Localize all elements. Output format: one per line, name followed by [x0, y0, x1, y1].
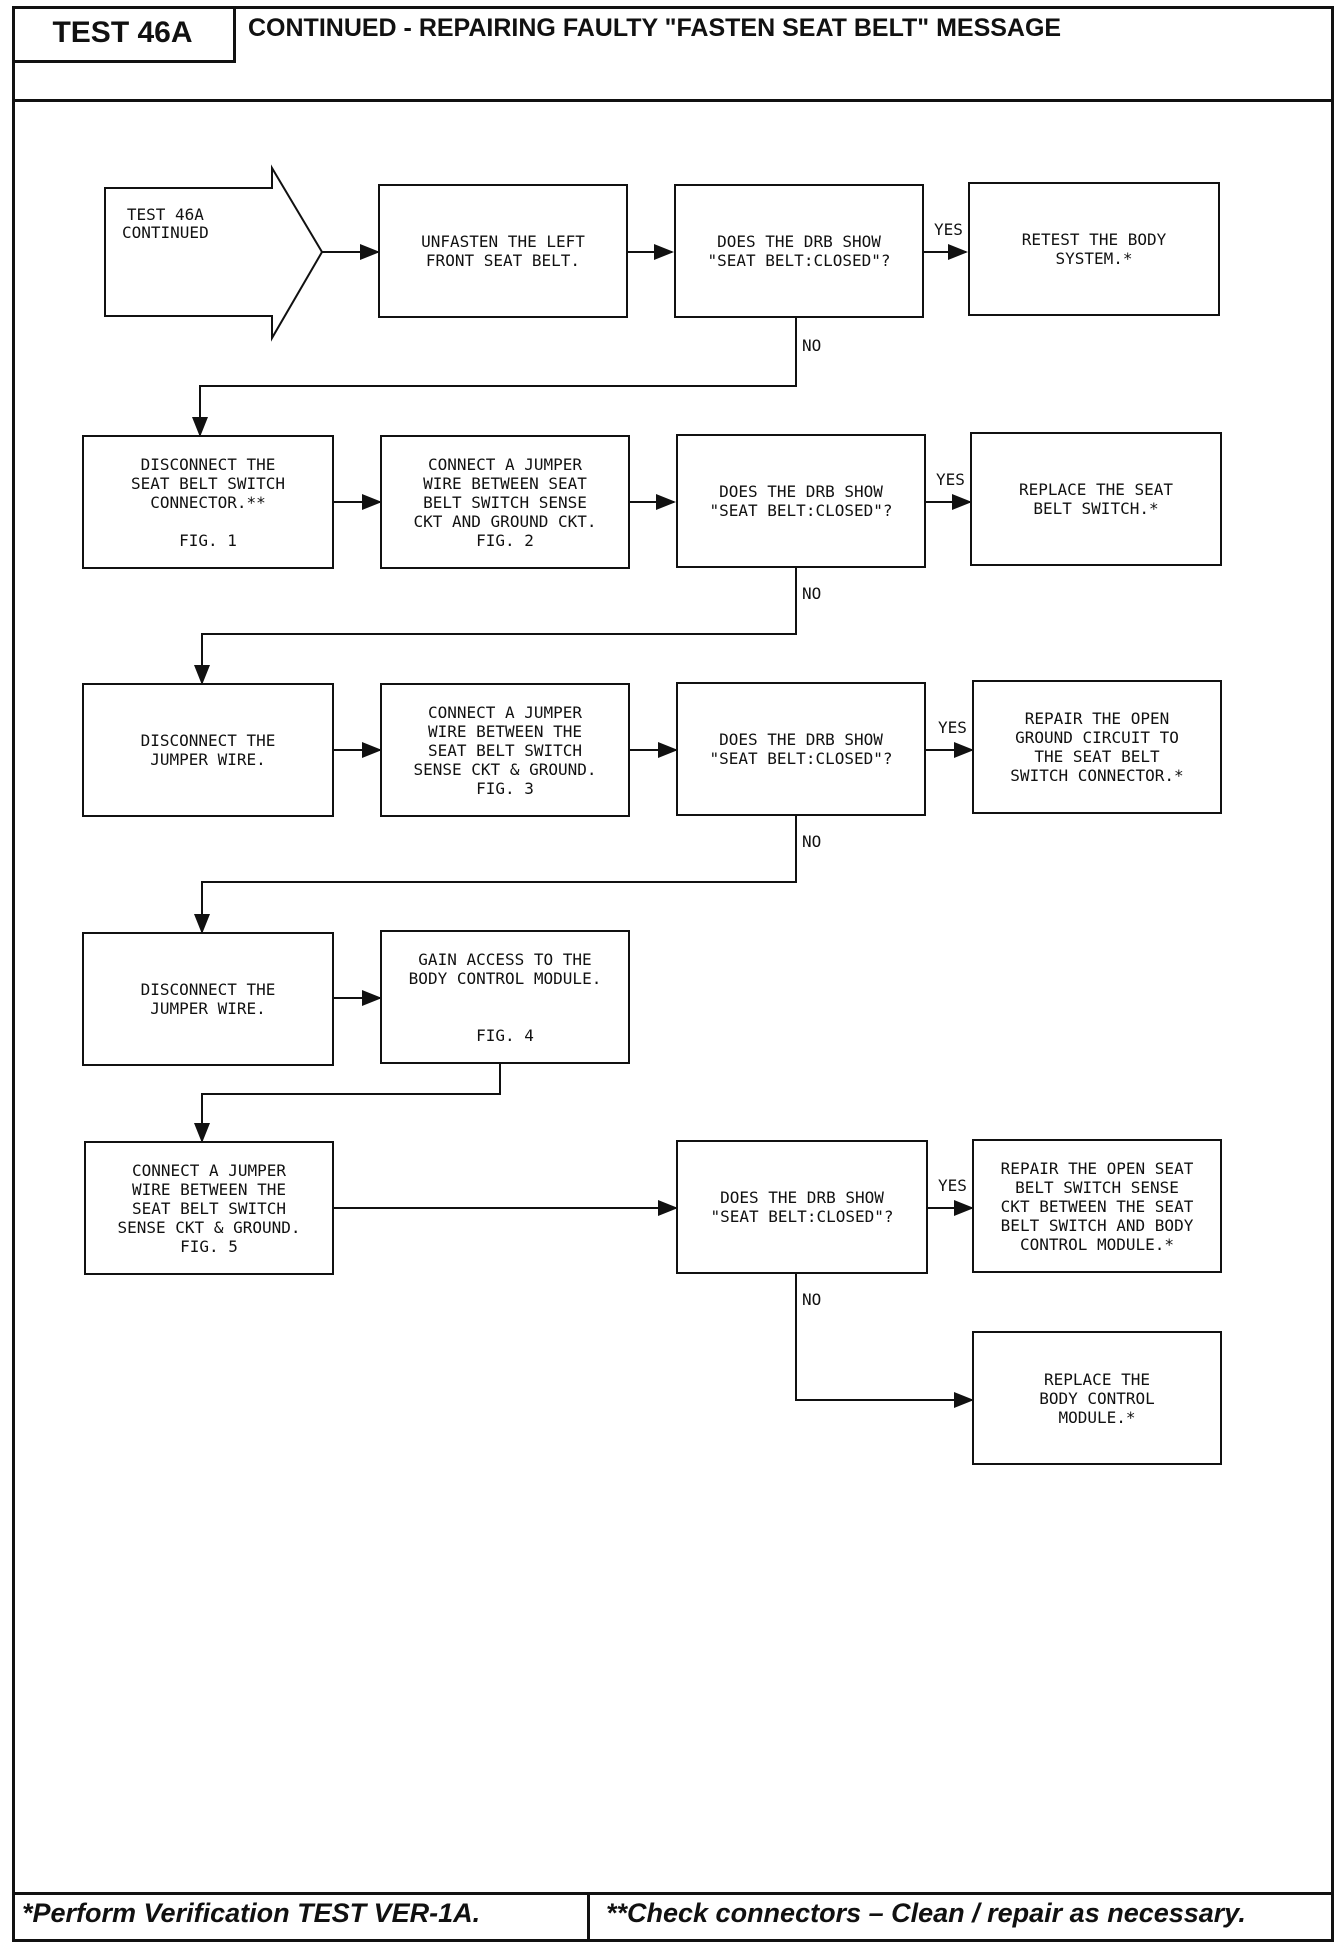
- decision-drb-seat-belt-closed-3: DOES THE DRB SHOW "SEAT BELT:CLOSED"?: [676, 682, 926, 816]
- no-label: NO: [802, 832, 822, 851]
- step-connect-jumper-fig2: CONNECT A JUMPER WIRE BETWEEN SEAT BELT …: [380, 435, 630, 569]
- start-label: TEST 46A CONTINUED: [122, 205, 209, 242]
- test-id: TEST 46A: [12, 6, 236, 63]
- connector: [795, 1274, 974, 1408]
- footer-note-connectors: **Check connectors – Clean / repair as n…: [606, 1898, 1246, 1928]
- step-replace-seat-belt-switch: REPLACE THE SEAT BELT SWITCH.*: [970, 432, 1222, 566]
- footer-column-divider: [587, 1892, 590, 1942]
- connector: [194, 568, 797, 685]
- yes-label: YES: [936, 470, 965, 489]
- step-disconnect-jumper-wire-2: DISCONNECT THE JUMPER WIRE.: [82, 932, 334, 1066]
- footer-note-verification: *Perform Verification TEST VER-1A.: [22, 1898, 481, 1928]
- decision-drb-seat-belt-closed-4: DOES THE DRB SHOW "SEAT BELT:CLOSED"?: [676, 1140, 928, 1274]
- connector: [194, 1064, 501, 1143]
- step-retest-body-system: RETEST THE BODY SYSTEM.*: [968, 182, 1220, 316]
- decision-drb-seat-belt-closed-1: DOES THE DRB SHOW "SEAT BELT:CLOSED"?: [674, 184, 924, 318]
- step-disconnect-switch-connector: DISCONNECT THE SEAT BELT SWITCH CONNECTO…: [82, 435, 334, 569]
- step-replace-bcm: REPLACE THE BODY CONTROL MODULE.*: [972, 1331, 1222, 1465]
- connector: [192, 318, 797, 437]
- start-arrow-shape: [104, 164, 324, 342]
- step-connect-jumper-fig5: CONNECT A JUMPER WIRE BETWEEN THE SEAT B…: [84, 1141, 334, 1275]
- decision-drb-seat-belt-closed-2: DOES THE DRB SHOW "SEAT BELT:CLOSED"?: [676, 434, 926, 568]
- page-frame: [12, 6, 1334, 1942]
- no-label: NO: [802, 1290, 822, 1309]
- step-repair-open-ground-circuit: REPAIR THE OPEN GROUND CIRCUIT TO THE SE…: [972, 680, 1222, 814]
- no-label: NO: [802, 584, 822, 603]
- no-label: NO: [802, 336, 822, 355]
- page-title: CONTINUED - REPAIRING FAULTY "FASTEN SEA…: [248, 14, 1062, 42]
- step-gain-access-bcm: GAIN ACCESS TO THE BODY CONTROL MODULE. …: [380, 930, 630, 1064]
- step-unfasten-seat-belt: UNFASTEN THE LEFT FRONT SEAT BELT.: [378, 184, 628, 318]
- footer-divider: [12, 1892, 1334, 1895]
- yes-label: YES: [938, 718, 967, 737]
- yes-label: YES: [934, 220, 963, 239]
- yes-label: YES: [938, 1176, 967, 1195]
- connector: [194, 816, 797, 934]
- step-disconnect-jumper-wire-1: DISCONNECT THE JUMPER WIRE.: [82, 683, 334, 817]
- step-repair-open-sense-circuit: REPAIR THE OPEN SEAT BELT SWITCH SENSE C…: [972, 1139, 1222, 1273]
- header-divider: [12, 99, 1334, 102]
- step-connect-jumper-fig3: CONNECT A JUMPER WIRE BETWEEN THE SEAT B…: [380, 683, 630, 817]
